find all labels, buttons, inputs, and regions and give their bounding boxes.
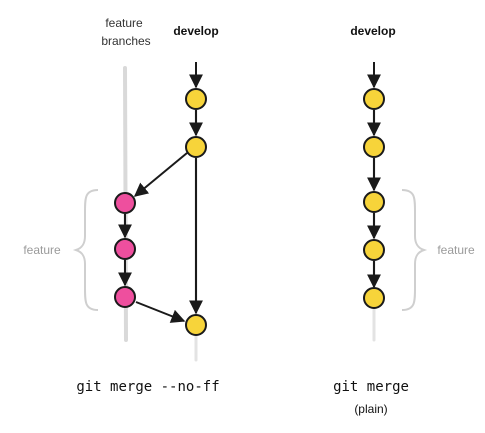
develop-commit-left-1 [185, 88, 207, 110]
caption-git-merge-no-ff: git merge --no-ff [76, 379, 219, 395]
develop-commit-right-3 [363, 191, 385, 213]
caption-git-merge: git merge [333, 379, 409, 395]
caption-plain: (plain) [354, 402, 387, 416]
develop-commit-right-1 [363, 88, 385, 110]
feature-commit-3 [114, 286, 136, 308]
develop-commit-right-5 [363, 287, 385, 309]
feature-branches-label-line2: branches [101, 34, 150, 48]
develop-commit-right-4 [363, 239, 385, 261]
arrow-branch-off [133, 152, 188, 197]
feature-label-right: feature [437, 243, 475, 257]
develop-commit-right-2 [363, 136, 385, 158]
feature-brace-right [401, 189, 428, 311]
develop-label-right: develop [350, 24, 395, 38]
arrow-merge [135, 301, 186, 323]
feature-commit-1 [114, 192, 136, 214]
feature-label-left: feature [23, 243, 61, 257]
develop-commit-left-2 [185, 136, 207, 158]
merge-commit-left [185, 314, 207, 336]
develop-label-left: develop [173, 24, 218, 38]
feature-branches-label-line1: feature [105, 16, 143, 30]
feature-brace-left [72, 189, 99, 311]
feature-commit-2 [114, 238, 136, 260]
